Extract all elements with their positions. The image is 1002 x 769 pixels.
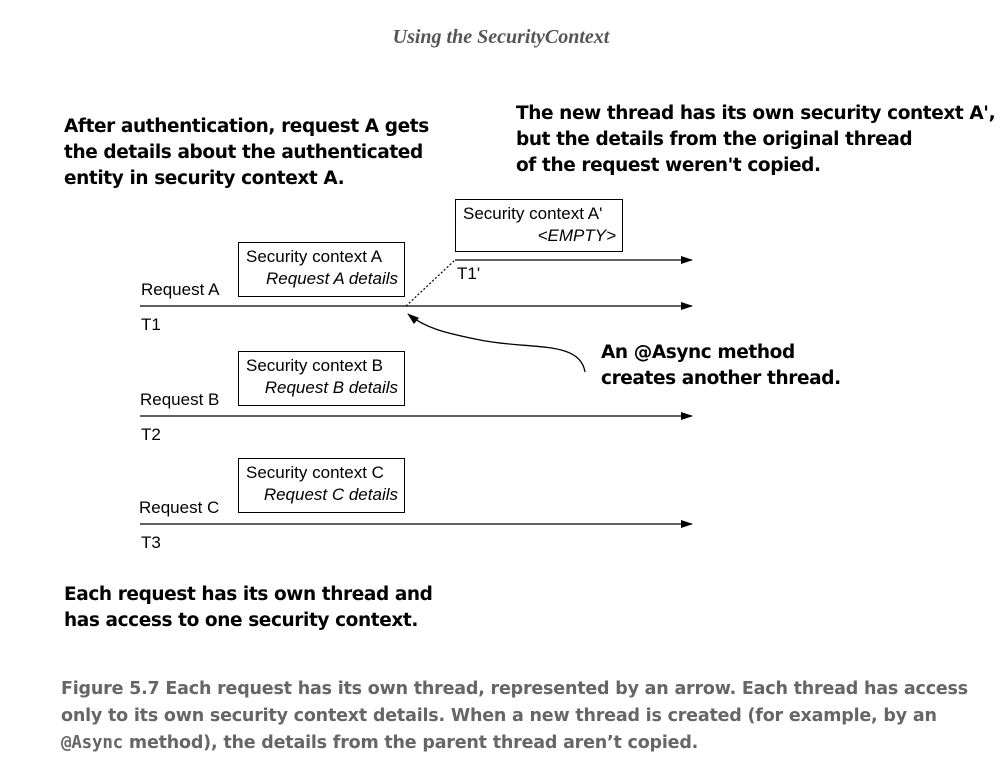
thread-t2-label: T2 [141,425,161,444]
security-context-a-box: Security context A Request A details [238,242,405,297]
note-line: An @Async method [601,342,795,363]
figure-caption: Figure 5.7 Each request has its own thre… [61,676,981,757]
context-details: Request B details [264,378,398,397]
caption-line: @Async method), the details from the par… [61,730,981,757]
async-pointer-arrow [407,313,586,373]
request-b-label: Request B [140,390,220,409]
note-line: creates another thread. [601,368,841,389]
note-line: Each request has its own thread and [64,584,433,605]
security-context-c-box: Security context C Request C details [238,458,405,513]
security-context-b-box: Security context B Request B details [238,351,405,406]
note-new-thread: The new thread has its own security cont… [516,101,996,179]
context-title: Security context B [246,356,384,375]
note-line: entity in security context A. [64,168,345,189]
note-async-method: An @Async method creates another thread. [601,340,841,392]
request-c-label: Request C [139,498,220,517]
note-line: The new thread has its own security cont… [516,103,996,124]
page-header: Using the SecurityContext [392,26,610,48]
context-details: <EMPTY> [537,226,616,245]
thread-t1-label: T1 [141,315,161,334]
thread-t3-label: T3 [141,533,161,552]
context-title: Security context A' [463,204,603,223]
note-line: After authentication, request A gets [64,116,429,137]
security-context-a-prime-box: Security context A' <EMPTY> [455,199,623,252]
caption-code: @Async [61,733,124,753]
thread-t1-prime-label: T1' [457,264,481,283]
note-line: of the request weren't copied. [516,155,821,176]
caption-text: method), the details from the parent thr… [123,733,699,753]
context-title: Security context A [246,247,383,266]
thread-fork-connector [405,259,456,307]
note-line: the details about the authenticated [64,142,423,163]
context-details: Request A details [266,269,398,288]
request-a-label: Request A [141,280,220,299]
note-authentication: After authentication, request A gets the… [64,114,429,192]
caption-line: only to its own security context details… [61,706,937,726]
context-title: Security context C [246,463,384,482]
note-line: but the details from the original thread [516,129,913,150]
note-line: has access to one security context. [64,610,418,631]
caption-line: Figure 5.7 Each request has its own thre… [61,679,968,699]
note-each-request: Each request has its own thread and has … [64,582,433,634]
context-details: Request C details [263,485,398,504]
